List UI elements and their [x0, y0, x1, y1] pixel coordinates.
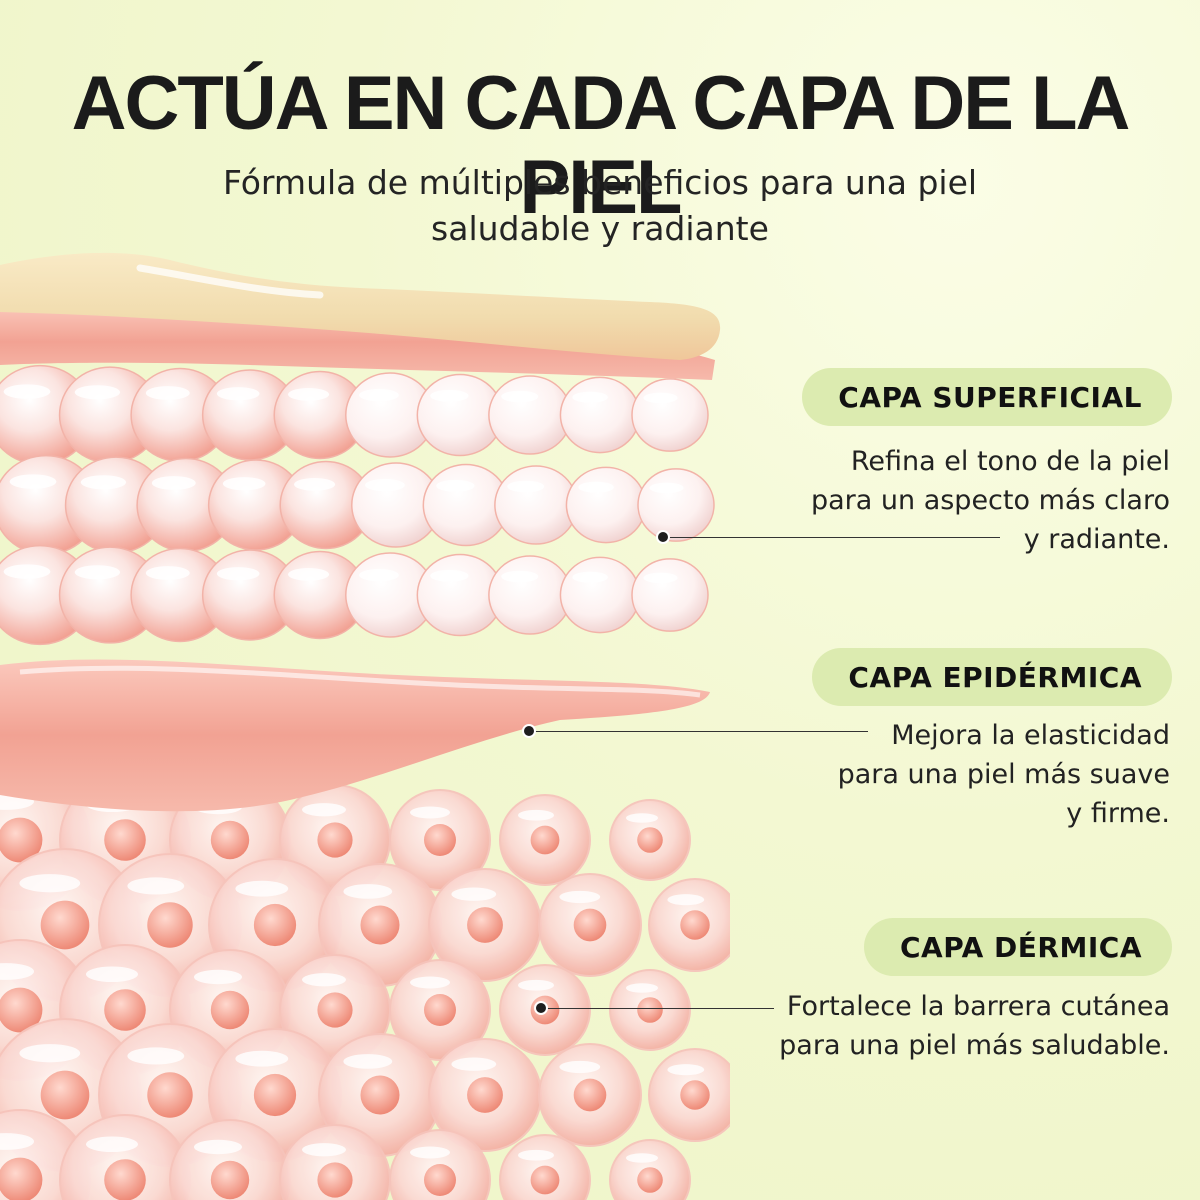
desc-line: para un aspecto más claro: [810, 485, 1170, 516]
pointer-line: [546, 1008, 774, 1009]
epidermal-sheet-highlight: [19, 665, 701, 698]
label-capa-superficial: CAPA SUPERFICIAL: [802, 368, 1172, 426]
dermal-sphere: [499, 794, 591, 886]
desc-line: y radiante.: [1023, 524, 1170, 555]
bead: [279, 460, 373, 550]
dermal-sphere: [499, 1134, 591, 1200]
bead: [559, 376, 641, 454]
dermal-sphere: [389, 1129, 491, 1200]
bead: [565, 466, 647, 544]
dermal-sphere: [648, 1048, 730, 1142]
pointer-dot: [656, 530, 670, 544]
bead: [351, 462, 441, 548]
bead: [273, 550, 367, 640]
desc-capa-dermica: Fortalece la barrera cutánea para una pi…: [779, 987, 1170, 1065]
dermal-sphere: [169, 1119, 291, 1200]
dermal-sphere: [538, 1043, 642, 1147]
bead: [494, 465, 578, 545]
pink-membrane: [0, 304, 715, 380]
desc-line: Refina el tono de la piel: [850, 446, 1170, 477]
desc-line: para una piel más saludable.: [779, 1030, 1170, 1061]
bead: [637, 468, 715, 542]
dermal-sphere: [609, 799, 691, 881]
bead: [631, 558, 709, 632]
epidermal-sheet: [0, 659, 710, 812]
subtitle-line: saludable y radiante: [431, 209, 769, 248]
label-capa-epidermica: CAPA EPIDÉRMICA: [812, 648, 1172, 706]
dermal-sphere: [389, 959, 491, 1061]
dermal-sphere: [279, 1124, 391, 1200]
dermal-sphere: [59, 1114, 191, 1200]
bead: [488, 555, 572, 635]
pointer-line: [668, 537, 1000, 538]
dermal-sphere: [428, 868, 542, 982]
dermal-sphere: [609, 1139, 691, 1200]
dermal-sphere: [538, 873, 642, 977]
pointer-dot: [534, 1001, 548, 1015]
dermal-sphere-cluster: [0, 769, 730, 1200]
bead: [201, 549, 299, 641]
desc-line: para una piel más suave: [837, 759, 1170, 790]
dermal-sphere: [389, 789, 491, 891]
desc-capa-superficial: Refina el tono de la piel para un aspect…: [811, 442, 1170, 559]
desc-line: Mejora la elasticidad: [891, 720, 1170, 751]
skin-layers-illustration: [0, 252, 730, 1200]
desc-line: y firme.: [1066, 798, 1170, 829]
bead: [488, 375, 572, 455]
dermal-sphere: [318, 863, 442, 987]
dermal-sphere: [609, 969, 691, 1051]
desc-line: Fortalece la barrera cutánea: [786, 991, 1170, 1022]
bead: [345, 372, 435, 458]
superficial-bead-rows: [0, 364, 715, 646]
subtitle-line: Fórmula de múltiples beneficios para una…: [222, 163, 978, 202]
label-capa-dermica: CAPA DÉRMICA: [863, 918, 1172, 976]
bead: [631, 378, 709, 452]
dermal-sphere: [318, 1033, 442, 1157]
bead: [422, 463, 510, 547]
top-cream-layer: [0, 252, 721, 360]
subtitle: Fórmula de múltiples beneficios para una…: [150, 160, 1050, 252]
pointer-dot: [522, 724, 536, 738]
bead: [345, 552, 435, 638]
dermal-sphere: [428, 1038, 542, 1152]
bead: [559, 556, 641, 634]
headline: ACTÚA EN CADA CAPA DE LA PIEL: [71, 61, 1131, 230]
top-layer-highlight: [136, 264, 324, 299]
pointer-line: [534, 731, 868, 732]
dermal-sphere: [648, 878, 730, 972]
desc-capa-epidermica: Mejora la elasticidad para una piel más …: [838, 716, 1170, 833]
